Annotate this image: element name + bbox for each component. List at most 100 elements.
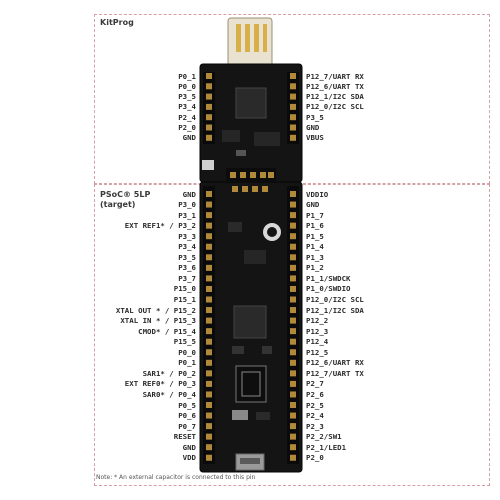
pin-pad-left-p15-0 (206, 285, 212, 292)
pin-pad-left-p3-4 (206, 243, 212, 250)
pin-label-p1-0-swdio: P1_0/SWDIO (306, 284, 351, 294)
pin-label-p12-3: P12_3 (306, 326, 329, 336)
pin-pad-right-gnd (290, 124, 296, 131)
pin-pad-right-p12-7-uart-rx (290, 73, 296, 79)
pin-pad-left-p3-6 (206, 264, 212, 271)
pin-pad-left-p15-1 (206, 296, 212, 303)
pin-label-p12-6-uart-rx: P12_6/UART RX (306, 358, 364, 368)
pin-label-p2-3: P2_3 (306, 421, 324, 431)
pin-pad-left-p0-5 (206, 402, 212, 408)
pin-pad-right-gnd (290, 201, 296, 208)
pin-label-p2-6: P2_6 (306, 389, 324, 399)
pin-label-ext-ref0-p0-3: EXT REF0* / P0_3 (124, 379, 196, 389)
pin-label-p3-4: P3_4 (178, 242, 196, 252)
pin-label-p12-4: P12_4 (306, 337, 329, 347)
pin-pad-left-p3-7 (206, 275, 212, 282)
pin-label-sar1-p0-2: SAR1* / P0_2 (142, 368, 196, 378)
pin-label-p12-1-i2c-sda: P12_1/I2C SDA (306, 92, 364, 102)
pin-pad-left-p3-3 (206, 233, 212, 240)
pin-label-gnd: GND (182, 133, 196, 143)
pin-pad-right-p12-5 (290, 349, 296, 356)
pin-label-xtal-in-p15-3: XTAL IN * / P15_3 (120, 316, 196, 326)
target-board (199, 168, 303, 473)
pin-pad-right-p12-4 (290, 338, 296, 345)
pin-pad-right-p2-5 (290, 402, 296, 408)
kitprog-title: KitProg (100, 18, 134, 27)
pin-pad-right-p12-0-i2c-scl (290, 103, 296, 110)
pin-pad-left-p0-0 (206, 349, 212, 356)
pin-pad-left-reset (206, 433, 212, 440)
pin-label-p0-1: P0_1 (178, 71, 196, 81)
pin-pad-left-p15-5 (206, 338, 212, 345)
pin-label-gnd: GND (182, 442, 196, 452)
pin-label-p0-0: P0_0 (178, 347, 196, 357)
pin-label-p1-1-swdck: P1_1/SWDCK (306, 273, 351, 283)
pin-pad-right-vbus (290, 134, 296, 141)
pin-pad-left-p2-0 (206, 124, 212, 131)
pin-label-p3-5: P3_5 (178, 92, 196, 102)
pin-pad-left-ext-ref1-p3-2 (206, 222, 212, 229)
pin-pad-right-p12-1-i2c-sda (290, 93, 296, 100)
pin-pad-left-xtal-in-p15-3 (206, 317, 212, 324)
pin-label-p3-4: P3_4 (178, 102, 196, 112)
pin-pad-right-p1-3 (290, 254, 296, 261)
target-title-line2: (target) (100, 200, 136, 209)
pin-pad-left-cmod-p15-4 (206, 328, 212, 335)
pin-label-p2-4: P2_4 (306, 411, 324, 421)
pin-pad-right-p1-7 (290, 212, 296, 219)
pin-pad-right-p2-2-sw1 (290, 433, 296, 440)
pin-pad-left-gnd (206, 191, 212, 197)
pin-label-p2-7: P2_7 (306, 379, 324, 389)
pin-label-p15-1: P15_1 (173, 295, 196, 304)
pin-label-ext-ref1-p3-2: EXT REF1* / P3_2 (124, 221, 196, 231)
pin-label-p15-5: P15_5 (173, 337, 196, 347)
pin-pad-left-ext-ref0-p0-3 (206, 380, 212, 387)
pin-label-gnd: GND (182, 189, 196, 199)
pin-pad-left-gnd (206, 444, 212, 451)
pin-pad-left-p0-1 (206, 359, 212, 366)
pin-label-p2-0: P2_0 (178, 123, 196, 132)
pin-label-p12-5: P12_5 (306, 347, 329, 357)
pin-label-p12-0-i2c-scl: P12_0/I2C SCL (306, 102, 364, 112)
pin-label-xtal-out-p15-2: XTAL OUT * / P15_2 (115, 305, 196, 315)
pin-pad-left-p0-6 (206, 412, 212, 419)
pin-label-p12-0-i2c-scl: P12_0/I2C SCL (306, 295, 364, 304)
target-title: PSoC® 5LP (target) (100, 190, 150, 210)
pin-label-cmod-p15-4: CMOD* / P15_4 (138, 326, 196, 336)
pin-label-p1-4: P1_4 (306, 242, 324, 252)
pin-pad-right-p1-6 (290, 222, 296, 229)
pin-label-reset: RESET (173, 432, 196, 442)
pin-label-p1-2: P1_2 (306, 263, 324, 273)
pin-label-p1-5: P1_5 (306, 231, 324, 241)
pin-label-p2-0: P2_0 (306, 453, 324, 463)
pin-label-p3-0: P3_0 (178, 200, 196, 210)
pin-label-gnd: GND (306, 123, 320, 132)
pin-label-p0-1: P0_1 (178, 358, 196, 368)
pin-pad-left-gnd (206, 134, 212, 141)
pin-pad-left-p3-5 (206, 254, 212, 261)
pin-label-p0-7: P0_7 (178, 421, 196, 431)
pin-label-p15-0: P15_0 (173, 284, 196, 294)
pin-pad-right-p2-0 (290, 454, 296, 461)
pin-label-p3-1: P3_1 (178, 210, 196, 220)
pin-pad-left-p0-7 (206, 423, 212, 430)
pin-label-p12-2: P12_2 (306, 316, 329, 326)
pin-pad-right-p3-5 (290, 114, 296, 121)
pin-label-vbus: VBUS (306, 133, 324, 143)
pin-pad-left-p3-0 (206, 201, 212, 208)
pin-label-p2-4: P2_4 (178, 112, 196, 122)
pin-label-p2-5: P2_5 (306, 400, 324, 410)
pin-pad-right-p1-2 (290, 264, 296, 271)
pin-label-p3-7: P3_7 (178, 273, 196, 283)
pin-pad-right-p12-6-uart-tx (290, 83, 296, 90)
pin-label-vdd: VDD (182, 453, 196, 463)
pin-label-sar0-p0-4: SAR0* / P0_4 (142, 389, 196, 399)
header-pins (206, 73, 296, 461)
pin-label-p1-3: P1_3 (306, 252, 324, 262)
pin-label-p12-7-uart-rx: P12_7/UART RX (306, 71, 364, 81)
pin-label-p3-3: P3_3 (178, 231, 196, 241)
pin-pad-right-p1-4 (290, 243, 296, 250)
pin-label-p3-5: P3_5 (178, 252, 196, 262)
pin-pad-right-p1-0-swdio (290, 285, 296, 292)
pin-pad-left-vdd (206, 454, 212, 461)
